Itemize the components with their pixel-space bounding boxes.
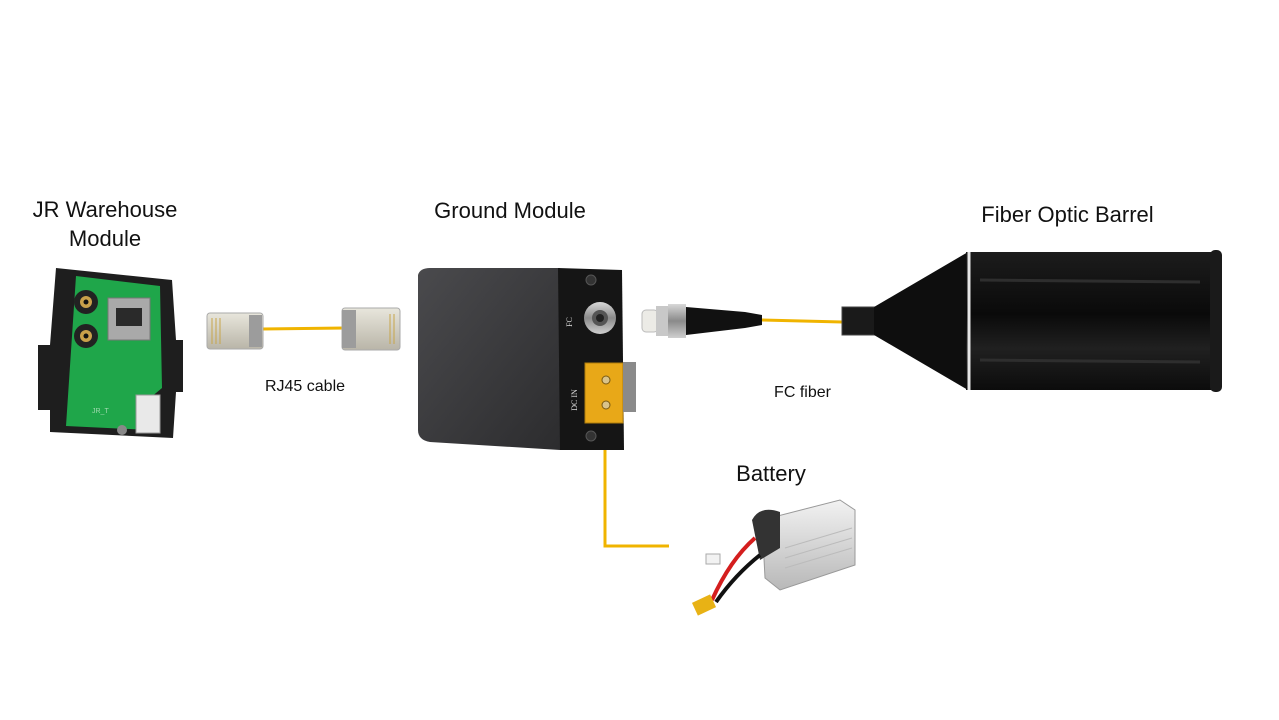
rj45-cable-label: RJ45 cable bbox=[264, 378, 346, 395]
fc-connector bbox=[641, 304, 762, 338]
jr-module-title-line2: Module bbox=[68, 226, 142, 251]
pcb-mark: JR_T bbox=[92, 408, 109, 415]
fiber-optic-barrel bbox=[841, 250, 1222, 392]
jr-module-title-line1: JR Warehouse bbox=[32, 197, 178, 222]
dc-port-label: DC IN bbox=[570, 389, 579, 411]
jr-module-title: JR Warehouse Module bbox=[30, 195, 180, 253]
ground-module-title: Ground Module bbox=[434, 198, 586, 223]
power-cable bbox=[603, 430, 669, 548]
rj45-plug-right bbox=[341, 307, 401, 351]
fiber-barrel-title: Fiber Optic Barrel bbox=[981, 202, 1154, 227]
ground-module: FC DC IN bbox=[418, 268, 636, 450]
jr-warehouse-module: JR_T bbox=[38, 268, 183, 438]
fc-fiber-label: FC fiber bbox=[774, 384, 831, 401]
battery bbox=[691, 499, 856, 616]
fc-fiber-cable bbox=[761, 318, 843, 324]
battery-title: Battery bbox=[736, 461, 806, 486]
fc-port-label: FC bbox=[565, 317, 574, 327]
rj45-cable bbox=[261, 326, 346, 331]
rj45-plug-left bbox=[206, 312, 264, 350]
